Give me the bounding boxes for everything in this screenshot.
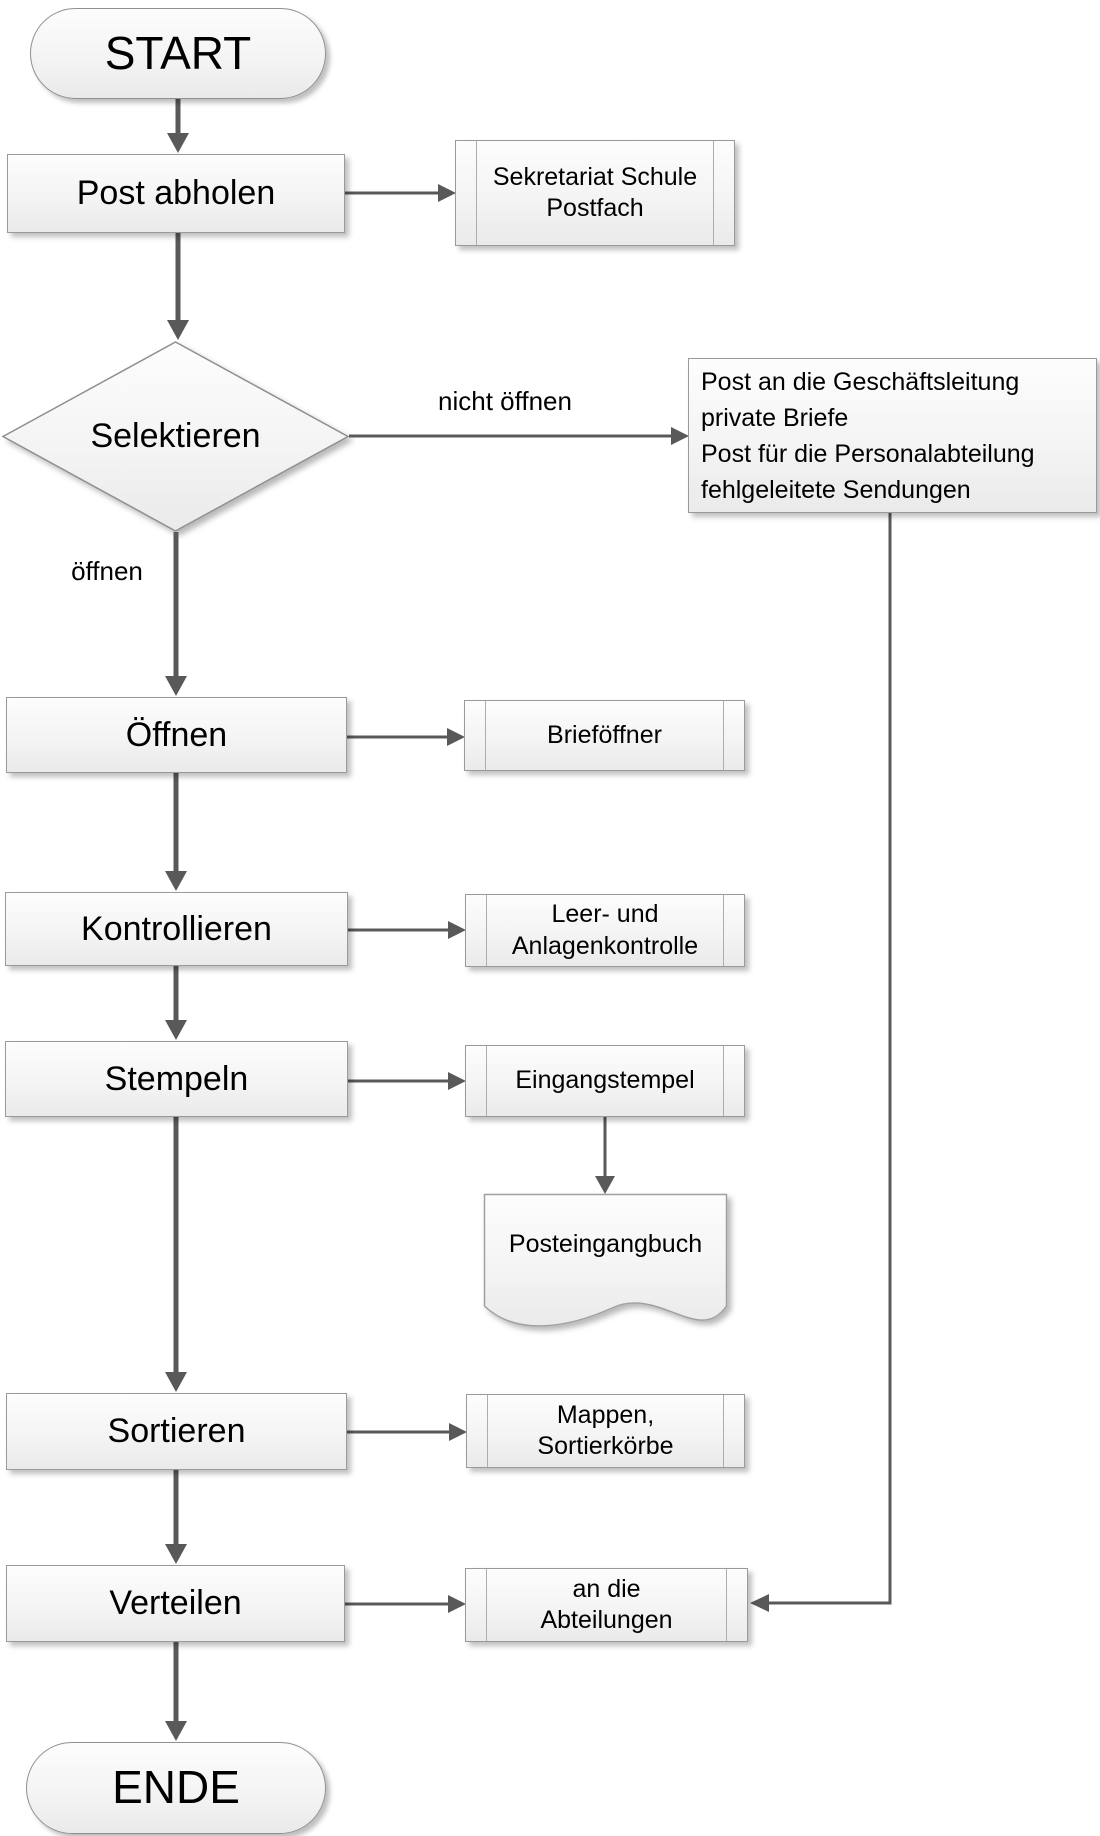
arrow-kontrollieren-to-stempeln — [165, 966, 187, 1040]
arrow-oeffnen-to-briefoeffner — [347, 728, 465, 746]
sekretariat-line1: Sekretariat Schule — [492, 162, 698, 191]
oeffnen-text: öffnen — [71, 556, 143, 586]
arrow-selektieren-to-oeffnen — [165, 532, 187, 696]
ende-label: ENDE — [112, 1761, 240, 1814]
predefined-abteilungen: an die Abteilungen — [465, 1568, 748, 1642]
predefined-mappen: Mappen, Sortierkörbe — [466, 1394, 745, 1468]
weiterleitung-line4: fehlgeleitete Sendungen — [701, 475, 971, 504]
predefined-sekretariat: Sekretariat Schule Postfach — [455, 140, 735, 246]
weiterleitung-line2: private Briefe — [701, 403, 849, 432]
document-posteingangbuch: Posteingangbuch — [484, 1194, 727, 1294]
weiterleitung-line1: Post an die Geschäftsleitung — [701, 367, 1020, 396]
kontrolle-line2: Anlagenkontrolle — [511, 931, 699, 960]
verteilen-label: Verteilen — [109, 1584, 242, 1623]
sekretariat-line2: Postfach — [546, 194, 644, 222]
selektieren-label: Selektieren — [90, 417, 261, 455]
branch-label-nicht-oeffnen: nicht öffnen — [420, 386, 590, 417]
predefined-process-bar — [486, 1569, 487, 1641]
flow-arrows-horizontal — [345, 184, 892, 1613]
ende-terminator: ENDE — [26, 1742, 326, 1834]
arrow-sortieren-to-mappen — [347, 1423, 467, 1441]
start-label: START — [104, 26, 252, 79]
posteingangbuch-label: Posteingangbuch — [508, 1229, 703, 1258]
arrow-selektieren-to-weiterleitung — [349, 427, 689, 445]
eingangstempel-label: Eingangstempel — [515, 1066, 695, 1095]
predefined-process-bar — [723, 1046, 724, 1116]
document-shape — [483, 1193, 728, 1327]
arrow-start-to-post-abholen — [167, 98, 189, 153]
arrow-verteilen-to-ende — [165, 1642, 187, 1741]
predefined-process-bar — [726, 1569, 727, 1641]
mappen-line1: Mappen, — [556, 1400, 655, 1429]
post-abholen-label: Post abholen — [76, 174, 276, 213]
abteilungen-line2: Abteilungen — [540, 1606, 673, 1634]
predefined-process-bar — [723, 895, 724, 966]
start-terminator: START — [30, 8, 326, 99]
stempeln-label: Stempeln — [104, 1059, 249, 1098]
predefined-process-bar — [487, 1395, 488, 1467]
kontrolle-line1: Leer- und — [551, 900, 659, 929]
weiterleitung-line3: Post für die Personalabteilung — [701, 439, 1035, 468]
process-post-abholen: Post abholen — [7, 154, 345, 233]
predefined-briefoeffner: Brieföffner — [464, 700, 745, 771]
predefined-process-bar — [476, 141, 477, 245]
branch-label-oeffnen: öffnen — [52, 556, 162, 587]
nicht-oeffnen-text: nicht öffnen — [438, 386, 572, 416]
predefined-process-bar — [723, 1395, 724, 1467]
arrow-oeffnen-to-kontrollieren — [165, 773, 187, 891]
predefined-eingangstempel: Eingangstempel — [465, 1045, 745, 1117]
decision-selektieren: Selektieren — [2, 341, 349, 532]
arrow-post-abholen-to-selektieren — [167, 233, 189, 340]
predefined-kontrolle: Leer- und Anlagenkontrolle — [465, 894, 745, 967]
flow-arrows-vertical — [165, 98, 189, 1741]
process-sortieren: Sortieren — [6, 1393, 347, 1470]
process-kontrollieren: Kontrollieren — [5, 892, 348, 966]
sortieren-label: Sortieren — [107, 1412, 246, 1451]
process-verteilen: Verteilen — [6, 1565, 345, 1642]
mappen-line2: Sortierkörbe — [537, 1432, 674, 1460]
arrow-kontrollieren-to-kontrolle — [348, 921, 466, 939]
process-stempeln: Stempeln — [5, 1041, 348, 1117]
arrow-weiterleitung-to-abteilungen — [750, 513, 892, 1612]
arrow-post-abholen-to-sekretariat — [345, 184, 456, 202]
briefoeffner-label: Brieföffner — [547, 720, 662, 749]
rect-weiterleitung: Post an die Geschäftsleitung private Bri… — [688, 358, 1097, 513]
kontrollieren-label: Kontrollieren — [81, 909, 272, 948]
predefined-process-bar — [713, 141, 714, 245]
decision-diamond-shape — [1, 341, 350, 532]
arrow-eingangstempel-to-posteingangbuch — [595, 1117, 615, 1194]
oeffnen-label: Öffnen — [125, 715, 228, 754]
process-oeffnen: Öffnen — [6, 697, 347, 773]
arrow-sortieren-to-verteilen — [165, 1470, 187, 1564]
predefined-process-bar — [723, 701, 724, 770]
predefined-process-bar — [486, 895, 487, 966]
arrow-stempeln-to-eingangstempel — [348, 1072, 466, 1090]
arrow-stempeln-to-sortieren — [165, 1117, 187, 1392]
arrow-verteilen-to-abteilungen — [345, 1595, 466, 1613]
predefined-process-bar — [485, 701, 486, 770]
abteilungen-line1: an die — [572, 1574, 641, 1603]
predefined-process-bar — [486, 1046, 487, 1116]
